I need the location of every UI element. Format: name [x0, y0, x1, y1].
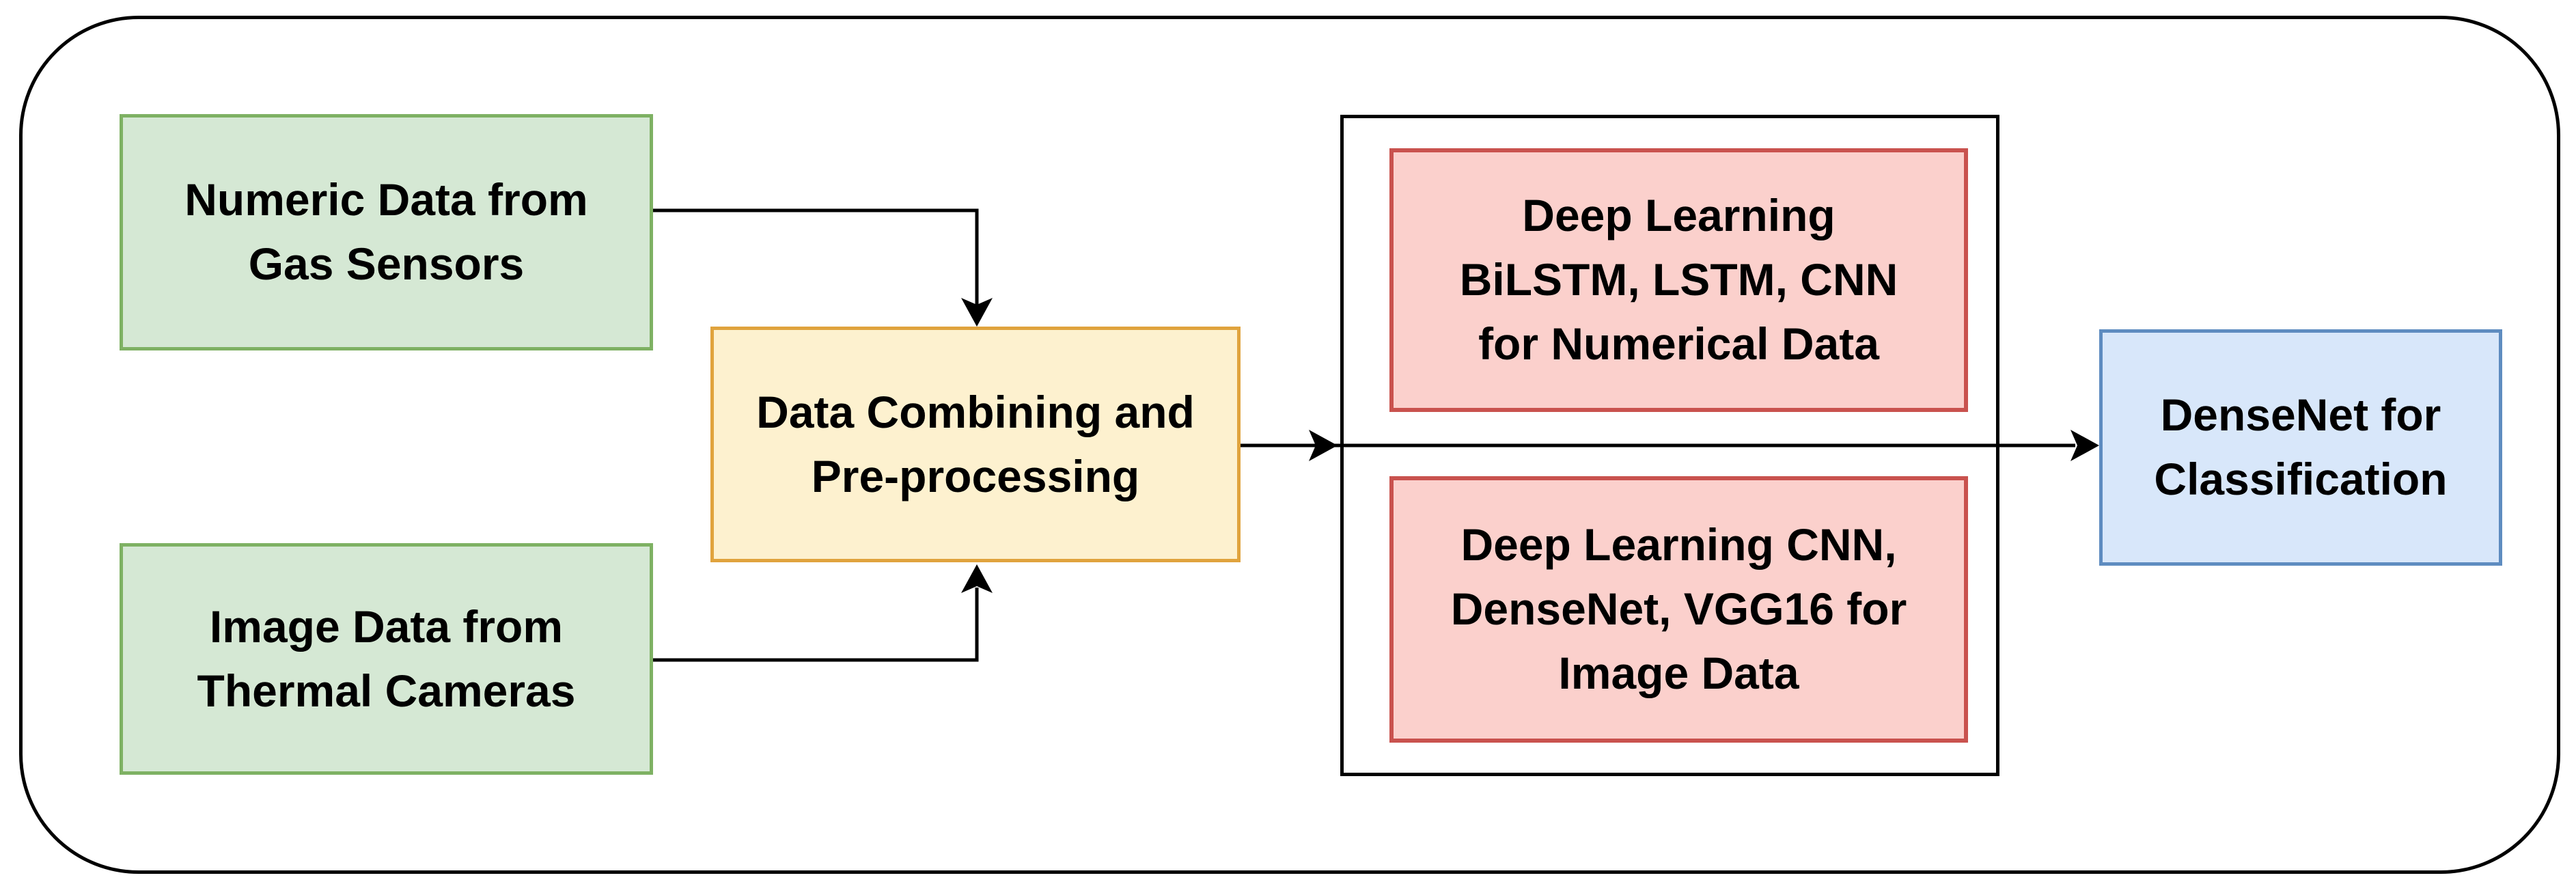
- node-label-line: DenseNet for: [2160, 389, 2441, 441]
- node-label-line: Deep Learning: [1522, 190, 1836, 241]
- arrowhead-up-into-combining-icon: [961, 564, 993, 593]
- arrowhead-right-into-container-icon: [1309, 430, 1338, 461]
- diagram-outer-frame: [19, 16, 2560, 874]
- node-data-combining-preprocessing: Data Combining and Pre-processing: [710, 327, 1241, 562]
- node-label-line: Image Data: [1558, 647, 1799, 698]
- node-deep-learning-numerical: Deep Learning BiLSTM, LSTM, CNN for Nume…: [1389, 148, 1968, 412]
- node-label-line: Data Combining and: [756, 386, 1195, 437]
- node-label-line: Deep Learning CNN,: [1460, 519, 1897, 570]
- node-label-line: DenseNet, VGG16 for: [1450, 583, 1907, 635]
- node-numeric-data-gas-sensors: Numeric Data from Gas Sensors: [120, 114, 653, 350]
- node-label-line: BiLSTM, LSTM, CNN: [1459, 254, 1898, 305]
- node-label-line: Pre-processing: [811, 450, 1140, 501]
- node-label-line: Classification: [2154, 454, 2448, 504]
- node-densenet-classification: DenseNet for Classification: [2099, 329, 2502, 566]
- node-label-line: for Numerical Data: [1478, 318, 1879, 369]
- node-label-line: Numeric Data from: [184, 174, 588, 225]
- node-label-line: Gas Sensors: [248, 238, 525, 289]
- node-image-data-thermal-cameras: Image Data from Thermal Cameras: [120, 543, 653, 775]
- connector-gas-to-combining: [652, 208, 979, 307]
- node-label-line: Thermal Cameras: [197, 665, 576, 716]
- node-label-line: Image Data from: [209, 601, 564, 652]
- arrowhead-down-into-combining-icon: [961, 298, 993, 327]
- connector-thermal-to-combining: [652, 588, 979, 662]
- arrowhead-right-into-classifier-icon: [2071, 430, 2099, 461]
- node-deep-learning-image: Deep Learning CNN, DenseNet, VGG16 for I…: [1389, 476, 1968, 743]
